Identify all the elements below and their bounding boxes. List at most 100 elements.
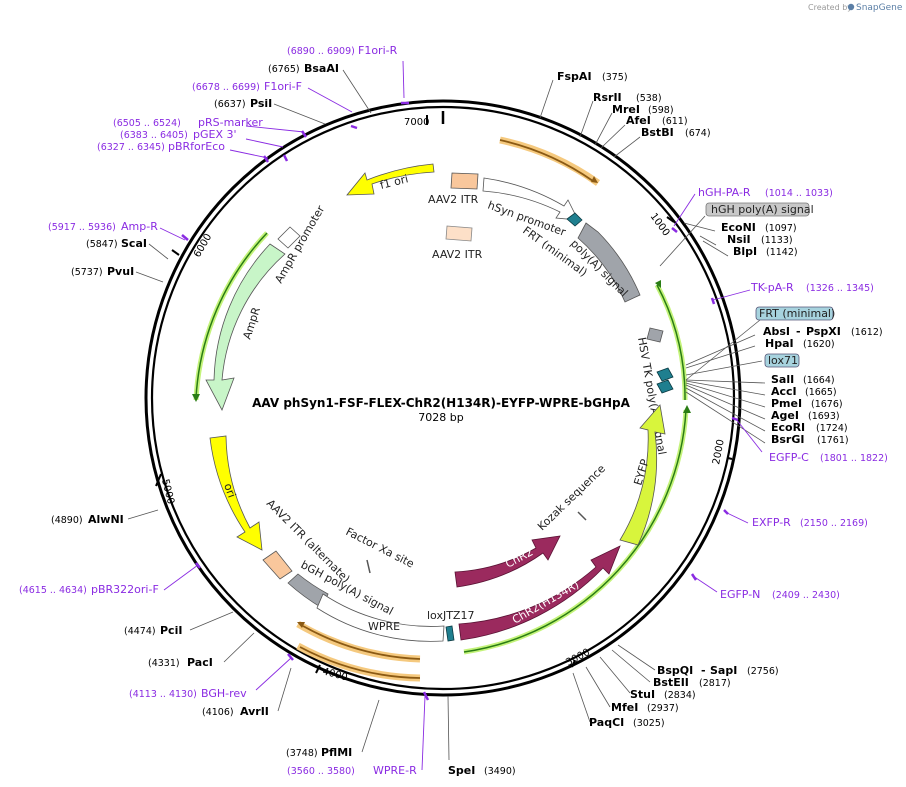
feature-chr2-h134r bbox=[458, 545, 621, 641]
green-arc-right-upper-line bbox=[656, 284, 686, 401]
site-pvui-pos: (5737) bbox=[71, 267, 103, 278]
feature-small-gray-box bbox=[646, 327, 664, 343]
site-leader-lines bbox=[127, 69, 766, 761]
site-mfei-name: MfeI bbox=[611, 701, 638, 714]
site-blpi-pos: (1142) bbox=[766, 247, 798, 258]
primer-pbrforeco-name: pBRforEco bbox=[168, 140, 225, 153]
primer-f1ori-r-name: F1ori-R bbox=[358, 44, 398, 57]
feature-aav2-itr-top bbox=[450, 172, 479, 190]
green-arc-left-head bbox=[192, 394, 200, 402]
callout-lox71-label: lox71 bbox=[768, 354, 798, 367]
feature-loxjtz17 bbox=[445, 625, 455, 642]
feature-aav2-itr-alternate bbox=[262, 550, 293, 580]
site-pmei-name: PmeI bbox=[771, 397, 802, 410]
primer-ticks bbox=[181, 101, 739, 701]
feature-chr2 bbox=[454, 535, 561, 588]
site-absi-name: AbsI bbox=[763, 325, 790, 338]
site-pflmi-pos: (3748) bbox=[286, 748, 318, 759]
brand-name: SnapGene bbox=[856, 3, 903, 13]
callout-frt-minimal-label: FRT (minimal) bbox=[759, 307, 835, 320]
site-bspqi-sep: - bbox=[701, 664, 706, 677]
site-rsrii-name: RsrII bbox=[593, 91, 622, 104]
feature-chr2-h134r-label: ChR2(H134R) bbox=[510, 578, 581, 627]
site-absi-sep: - bbox=[796, 325, 801, 338]
site-bstbi-name: BstBI bbox=[641, 126, 674, 139]
site-sapi-pos: (2756) bbox=[747, 666, 779, 677]
primer-prs-marker-pos: (6505 .. 6524) bbox=[113, 118, 181, 129]
site-pvui-name: PvuI bbox=[107, 265, 134, 278]
site-bsaai-name: BsaAI bbox=[304, 62, 339, 75]
snapgene-logo-icon bbox=[847, 3, 855, 11]
primer-pbr322ori-f-pos: (4615 .. 4634) bbox=[19, 585, 87, 596]
site-paqci-name: PaqCI bbox=[589, 716, 624, 729]
site-ecori-name: EcoRI bbox=[771, 421, 805, 434]
tick-label-2000: 2000 bbox=[711, 438, 727, 465]
site-agei-pos: (1693) bbox=[808, 411, 840, 422]
primer-pbr322ori-f-name: pBR322ori-F bbox=[91, 583, 159, 596]
primer-pbrforeco-pos: (6327 .. 6345) bbox=[97, 142, 165, 153]
site-hpai-pos: (1620) bbox=[803, 339, 835, 350]
callout-lox71 bbox=[764, 353, 800, 368]
feature-lox71-marker bbox=[656, 367, 674, 382]
site-nsii-name: NsiI bbox=[727, 233, 751, 246]
site-paci-pos: (4331) bbox=[148, 658, 180, 669]
primer-hgh-pa-r-name: hGH-PA-R bbox=[698, 186, 751, 199]
site-spei-name: SpeI bbox=[448, 764, 475, 777]
primer-amp-r-pos: (5917 .. 5936) bbox=[48, 222, 116, 233]
site-afei-name: AfeI bbox=[626, 114, 651, 127]
site-pspxi-name: PspXI bbox=[806, 325, 841, 338]
primer-bgh-rev-name: BGH-rev bbox=[201, 687, 247, 700]
feature-factor-xa-label: Factor Xa site bbox=[344, 525, 417, 571]
feature-kozak-label: Kozak sequence bbox=[535, 462, 608, 533]
orange-arc-bottom-inner-line bbox=[299, 646, 421, 679]
feature-wpre-label: WPRE bbox=[368, 620, 400, 633]
feature-frt-marker bbox=[656, 379, 674, 394]
callout-frt-minimal bbox=[755, 306, 834, 321]
feature-ampr-promoter-label: AmpR promoter bbox=[272, 203, 327, 286]
site-bspqi-name: BspQI bbox=[657, 664, 693, 677]
feature-frt-minimal bbox=[566, 212, 583, 227]
orange-arc-bottom-outer-line bbox=[302, 625, 421, 660]
site-pmei-pos: (1676) bbox=[811, 399, 843, 410]
callout-hgh-polya-label: hGH poly(A) signal bbox=[711, 203, 814, 216]
feature-ampr bbox=[205, 243, 286, 411]
callout-hgh-polya bbox=[705, 202, 810, 217]
primer-egfp-n-pos: (2409 .. 2430) bbox=[772, 590, 840, 601]
site-bsaai-pos: (6765) bbox=[268, 64, 300, 75]
primer-leader-lines bbox=[159, 60, 763, 771]
tick-label-7000: 7000 bbox=[404, 117, 429, 128]
site-hpai-name: HpaI bbox=[765, 337, 794, 350]
primer-wpre-r-pos: (3560 .. 3580) bbox=[287, 766, 355, 777]
site-pcii-pos: (4474) bbox=[124, 626, 156, 637]
site-pspxi-pos: (1612) bbox=[851, 327, 883, 338]
feature-aav2-itr-inner bbox=[445, 225, 473, 242]
tick-label-1000: 1000 bbox=[648, 211, 672, 238]
site-acci-pos: (1665) bbox=[805, 387, 837, 398]
primer-amp-r-name: Amp-R bbox=[121, 220, 158, 233]
orange-arc-top-right-line bbox=[499, 139, 594, 182]
primer-f1ori-r-pos: (6890 .. 6909) bbox=[287, 46, 355, 57]
site-econi-pos: (1097) bbox=[765, 223, 797, 234]
tick-marks bbox=[155, 115, 733, 674]
site-fspai-name: FspAI bbox=[557, 70, 592, 83]
feature-ori-label: ori bbox=[221, 482, 238, 500]
site-sapi-name: SapI bbox=[710, 664, 737, 677]
site-econi-name: EcoNI bbox=[721, 221, 756, 234]
site-psii-name: PsiI bbox=[250, 97, 272, 110]
primer-egfp-n-name: EGFP-N bbox=[720, 588, 760, 601]
green-arc-right-lower-head bbox=[683, 405, 691, 413]
site-avrii-name: AvrII bbox=[240, 705, 269, 718]
feature-ampr-promoter-box bbox=[277, 226, 301, 249]
feature-ori bbox=[209, 435, 263, 551]
site-mfei-pos: (2937) bbox=[647, 703, 679, 714]
primer-hgh-pa-r-pos: (1014 .. 1033) bbox=[765, 188, 833, 199]
feature-eyfp bbox=[619, 404, 666, 546]
feature-kozak-marker bbox=[577, 511, 587, 521]
primer-f1ori-f-pos: (6678 .. 6699) bbox=[192, 82, 260, 93]
site-irei-pos: (598) bbox=[648, 105, 674, 116]
brand-prefix: Created by bbox=[808, 3, 852, 12]
site-ecori-pos: (1724) bbox=[816, 423, 848, 434]
primer-tk-pa-r-pos: (1326 .. 1345) bbox=[806, 283, 874, 294]
site-bsteii-name: BstEII bbox=[653, 676, 689, 689]
site-scai-name: ScaI bbox=[121, 237, 147, 250]
